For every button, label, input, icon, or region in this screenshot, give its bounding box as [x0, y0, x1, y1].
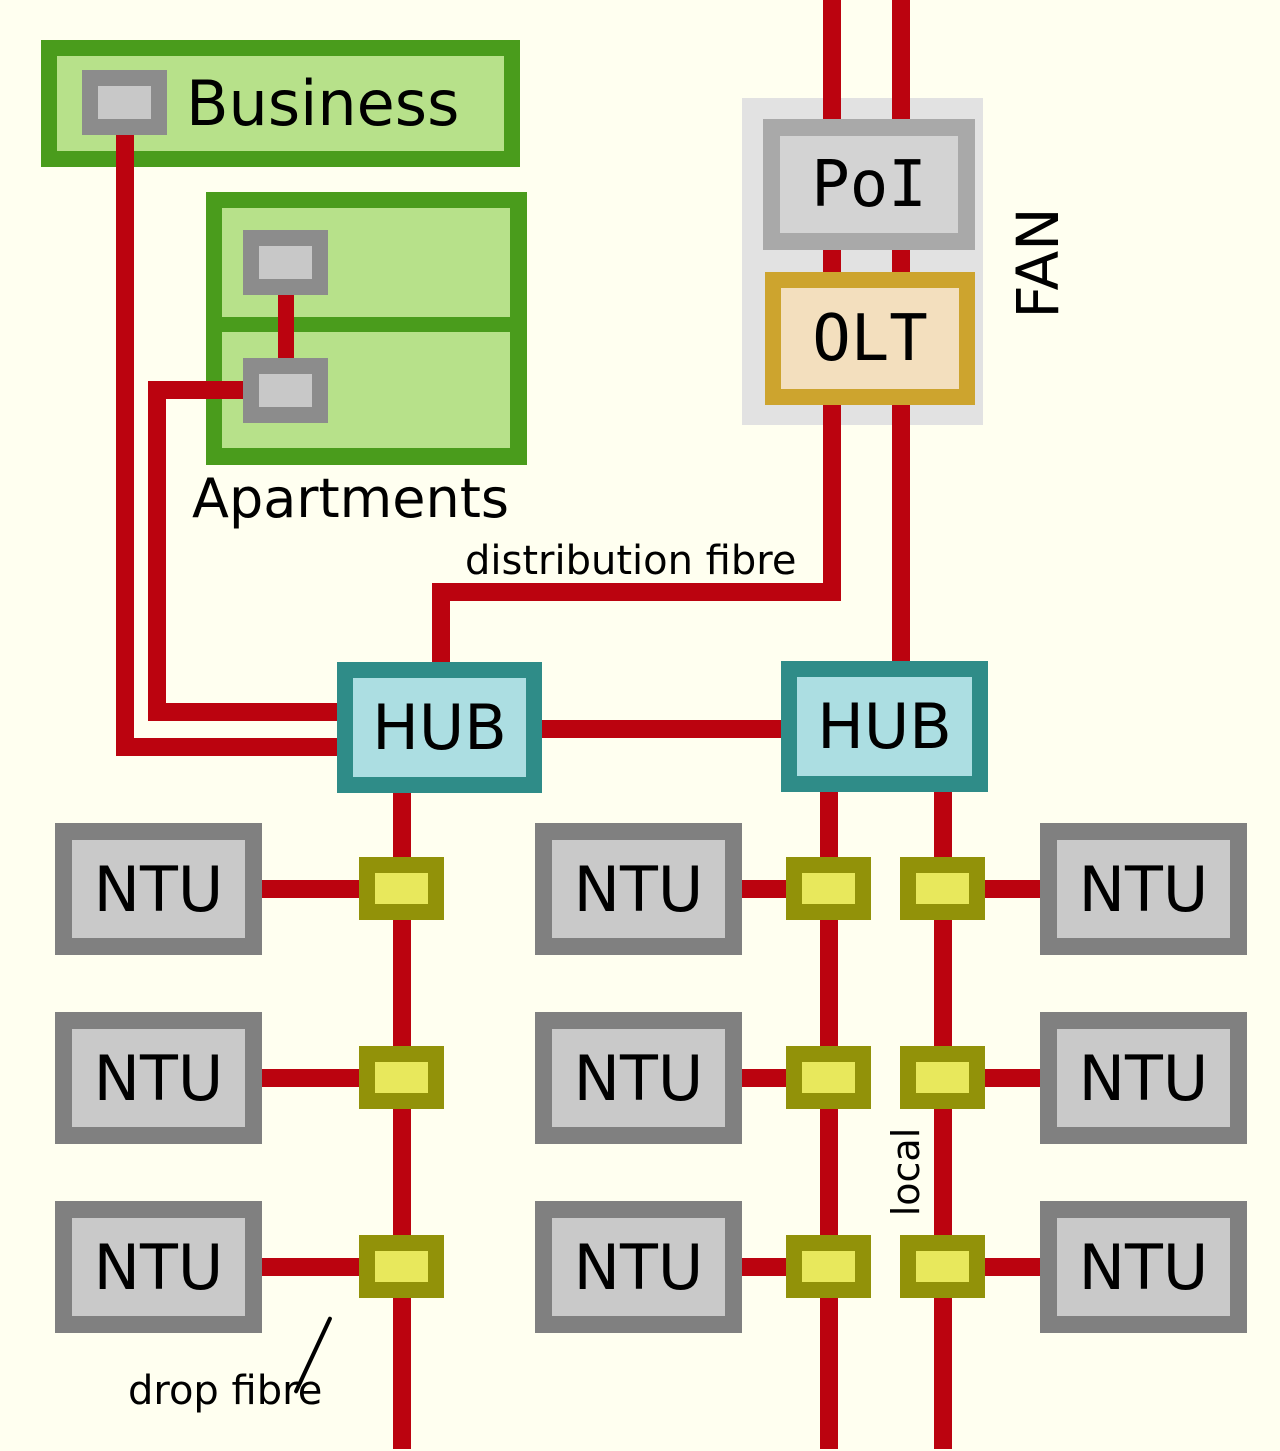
splitter-icon [359, 1046, 444, 1109]
business-label: Business [186, 67, 460, 140]
drop-fibre-line [985, 1069, 1040, 1087]
splitter-core [375, 1062, 428, 1093]
ntu-label: NTU [1078, 1041, 1209, 1115]
ntu-box: NTU [535, 1201, 742, 1333]
ntu-box: NTU [535, 1012, 742, 1144]
drop-fibre-line [262, 1258, 359, 1276]
apartments-label: Apartments [192, 467, 510, 530]
poi-box: PoI [763, 119, 975, 250]
splitter-icon [359, 1235, 444, 1298]
apartment-terminal-screen-bottom [259, 374, 312, 407]
splitter-icon [900, 857, 985, 920]
hub-to-hub-line [542, 720, 781, 738]
drop-fibre-line [262, 1069, 359, 1087]
apartments-building-box [206, 192, 527, 465]
splitter-core [916, 1251, 969, 1282]
splitter-core [802, 873, 855, 904]
apartment-terminal-screen-top [259, 246, 312, 279]
drop-fibre-line [742, 1069, 786, 1087]
splitter-core [375, 1251, 428, 1282]
ntu-box: NTU [55, 823, 262, 955]
hub-label: HUB [817, 690, 952, 763]
ntu-box: NTU [1040, 1012, 1247, 1144]
ntu-label: NTU [1078, 1230, 1209, 1304]
splitter-icon [900, 1235, 985, 1298]
olt-label: OLT [812, 301, 928, 376]
ntu-box: NTU [1040, 823, 1247, 955]
hub-label: HUB [372, 691, 507, 764]
apartment-terminal-icon-top [243, 230, 328, 295]
ntu-box: NTU [535, 823, 742, 955]
ntu-label: NTU [93, 1041, 224, 1115]
splitter-icon [786, 857, 871, 920]
business-terminal-icon [82, 70, 167, 135]
local-label: local [884, 1127, 928, 1217]
splitter-core [916, 1062, 969, 1093]
ntu-label: NTU [573, 852, 704, 926]
business-fibre-vertical [116, 135, 134, 756]
hub-left-box: HUB [337, 662, 542, 793]
apartments-fibre-vertical [148, 381, 166, 721]
distribution-fibre-line-to-hub [432, 583, 450, 662]
apartment-riser-line [278, 295, 294, 358]
apartments-fibre-horizontal-bottom [148, 703, 337, 721]
ntu-box: NTU [1040, 1201, 1247, 1333]
ntu-label: NTU [1078, 852, 1209, 926]
apartments-fibre-horizontal-top [148, 381, 243, 399]
ntu-box: NTU [55, 1201, 262, 1333]
business-fibre-horizontal [116, 738, 337, 756]
drop-fibre-line [742, 880, 786, 898]
splitter-icon [900, 1046, 985, 1109]
business-terminal-screen [98, 86, 151, 119]
ntu-label: NTU [573, 1230, 704, 1304]
fan-label: FAN [1004, 207, 1072, 319]
splitter-core [802, 1062, 855, 1093]
drop-fibre-label: drop fibre [128, 1368, 323, 1414]
ntu-label: NTU [573, 1041, 704, 1115]
splitter-icon [786, 1046, 871, 1109]
hub-right-box: HUB [781, 661, 988, 792]
splitter-icon [359, 857, 444, 920]
business-building-box: Business [41, 40, 520, 167]
olt-box: OLT [765, 272, 975, 405]
distribution-fibre-label: distribution fibre [465, 538, 797, 584]
apartment-terminal-icon-bottom [243, 358, 328, 423]
drop-fibre-line [985, 880, 1040, 898]
ntu-label: NTU [93, 852, 224, 926]
splitter-core [802, 1251, 855, 1282]
drop-fibre-line [985, 1258, 1040, 1276]
drop-fibre-line [742, 1258, 786, 1276]
splitter-core [916, 873, 969, 904]
ntu-label: NTU [93, 1230, 224, 1304]
splitter-core [375, 873, 428, 904]
splitter-icon [786, 1235, 871, 1298]
ntu-box: NTU [55, 1012, 262, 1144]
distribution-fibre-line-horizontal [432, 583, 841, 601]
poi-label: PoI [811, 147, 927, 222]
drop-fibre-line [262, 880, 359, 898]
